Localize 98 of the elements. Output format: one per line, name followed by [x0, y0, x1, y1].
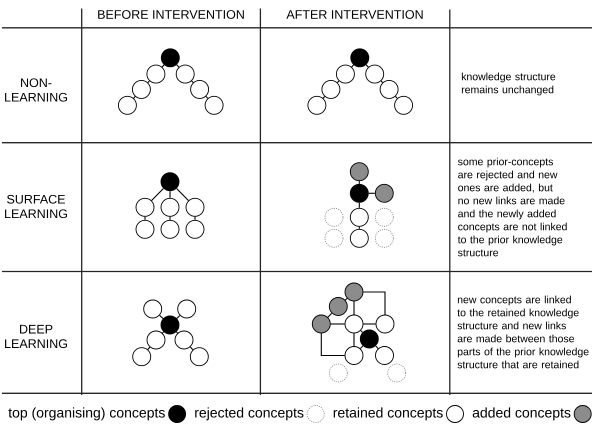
row-header: DEEP LEARNING	[5, 324, 67, 348]
dashed-circle	[374, 208, 394, 227]
concept-circle	[360, 330, 379, 348]
concept-circle	[394, 96, 414, 115]
concept-circle	[307, 96, 326, 115]
link-line	[320, 333, 345, 356]
link-line	[358, 202, 360, 208]
link-line	[147, 346, 150, 350]
link-line	[360, 330, 363, 333]
link-line	[337, 80, 340, 83]
description-text: new concepts are linked to the retained knowledge structure and new links are made between those parts of the prior knowledge structure that are retained	[457, 296, 589, 368]
concept-circle	[146, 64, 166, 84]
legend-label: top (organising) concepts	[8, 407, 165, 420]
link-line	[194, 216, 196, 220]
concept-circle	[376, 314, 394, 334]
concept-circle	[186, 220, 204, 239]
column-header: BEFORE INTERVENTION	[98, 10, 244, 19]
link-line	[151, 188, 164, 201]
concept-circle	[160, 198, 180, 217]
concept-circle	[344, 314, 364, 334]
description-text: some prior-concepts are rejected and new ones are added, but no new links are made and the newly added concepts are not linked to the prior knowledge structure	[458, 158, 567, 256]
concept-circle	[186, 198, 204, 217]
concept-circle	[312, 314, 331, 334]
link-line	[363, 291, 386, 315]
concept-circle	[136, 198, 154, 217]
link-line	[360, 346, 364, 349]
link-line	[176, 332, 178, 334]
dashed-circle	[328, 364, 348, 382]
link-line	[353, 333, 355, 346]
link-line	[162, 64, 164, 68]
concept-circle	[374, 184, 394, 203]
link-line	[169, 216, 171, 220]
link-line	[344, 298, 348, 300]
concept-circle	[380, 80, 399, 99]
link-line	[366, 64, 369, 68]
concept-circle	[132, 80, 151, 99]
concept-circle	[350, 162, 369, 182]
concept-circle	[365, 64, 384, 84]
concept-circle	[350, 48, 370, 68]
link-line	[176, 188, 189, 201]
dashed-circle	[324, 208, 344, 227]
link-line	[176, 64, 180, 68]
concept-circle	[176, 64, 195, 84]
link-line	[169, 191, 171, 198]
concept-circle	[350, 228, 369, 248]
link-line	[159, 315, 164, 319]
concept-circle	[136, 220, 154, 239]
concept-circle	[328, 297, 348, 316]
concept-circle	[350, 208, 369, 227]
legend-label: rejected concepts	[195, 407, 304, 420]
link-line	[322, 96, 326, 99]
dashed-circle	[374, 228, 394, 248]
concept-circle	[160, 172, 180, 192]
concept-circle	[132, 347, 152, 366]
column-header: AFTER INTERVENTION	[286, 10, 423, 19]
link-line	[351, 64, 354, 68]
link-line	[176, 315, 180, 319]
dashed-circle	[387, 364, 406, 382]
concept-circle	[174, 330, 194, 350]
concept-circle	[177, 300, 196, 318]
link-line	[144, 216, 146, 220]
legend-label: retained concepts	[334, 407, 443, 420]
concept-circle	[190, 80, 210, 99]
link-line	[191, 80, 194, 83]
row-header: SURFACE LEARNING	[5, 194, 67, 218]
link-line	[375, 346, 378, 349]
concept-circle	[143, 300, 162, 318]
link-line	[395, 96, 398, 99]
concept-circle	[321, 80, 340, 99]
concept-circle	[375, 346, 394, 365]
dashed-circle	[324, 228, 344, 248]
link-line	[190, 346, 194, 350]
concept-circle	[344, 282, 364, 302]
link-line	[368, 192, 375, 194]
concept-circle	[160, 220, 180, 239]
link-line	[363, 323, 376, 325]
link-line	[148, 80, 150, 83]
link-line	[206, 96, 208, 99]
concept-circle	[344, 346, 364, 365]
concept-circle	[118, 96, 137, 115]
link-line	[133, 96, 136, 99]
link-line	[330, 323, 345, 325]
concept-circle	[336, 64, 355, 84]
concept-circle	[350, 184, 369, 203]
description-text: knowledge structure remains unchanged	[462, 72, 556, 96]
concept-circle	[160, 316, 180, 334]
concept-circle	[160, 48, 180, 68]
link-line	[353, 301, 355, 315]
link-line	[358, 226, 360, 229]
link-line	[380, 80, 384, 83]
concept-circle	[146, 330, 166, 350]
link-line	[358, 181, 360, 184]
concept-circle	[204, 96, 224, 115]
legend-label: added concepts	[472, 407, 570, 420]
link-line	[328, 312, 332, 318]
link-line	[162, 332, 164, 334]
concept-circle	[190, 347, 209, 366]
row-header: NON- LEARNING	[5, 78, 67, 102]
